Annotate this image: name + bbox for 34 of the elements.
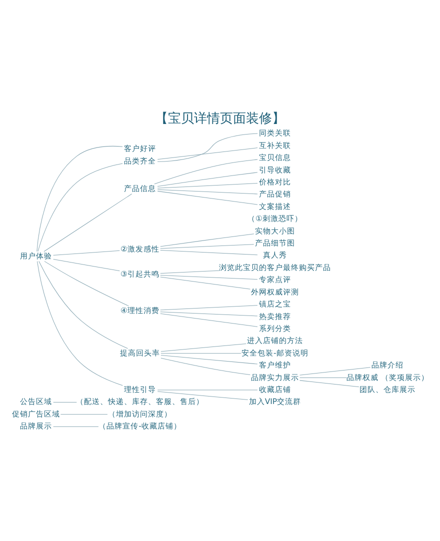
connector [154,159,258,184]
connector [300,367,371,376]
connector [157,148,258,160]
connector [300,380,360,388]
connector [36,146,123,252]
connector [160,305,258,310]
connector [53,250,120,256]
diagram-title: 【宝贝详情页面装修】 [155,111,285,126]
connector [160,276,250,290]
connector [157,183,258,188]
connector [160,234,254,247]
connector [160,353,242,354]
connector [38,163,123,252]
connector [44,194,132,252]
connector [160,270,220,274]
connector [53,259,120,272]
connector [157,391,248,400]
connector [160,354,258,364]
connector [160,250,258,256]
connector [60,414,108,415]
connector [157,172,258,187]
connector [53,426,99,427]
connector [38,261,128,349]
connector [157,133,258,162]
connector [44,261,130,306]
connector [160,313,258,327]
connector [160,244,254,249]
connector [160,312,258,316]
connector [157,189,258,194]
connector [36,261,123,386]
connector [160,274,258,280]
connector [160,358,250,376]
connector [157,190,258,205]
connector [160,343,246,352]
